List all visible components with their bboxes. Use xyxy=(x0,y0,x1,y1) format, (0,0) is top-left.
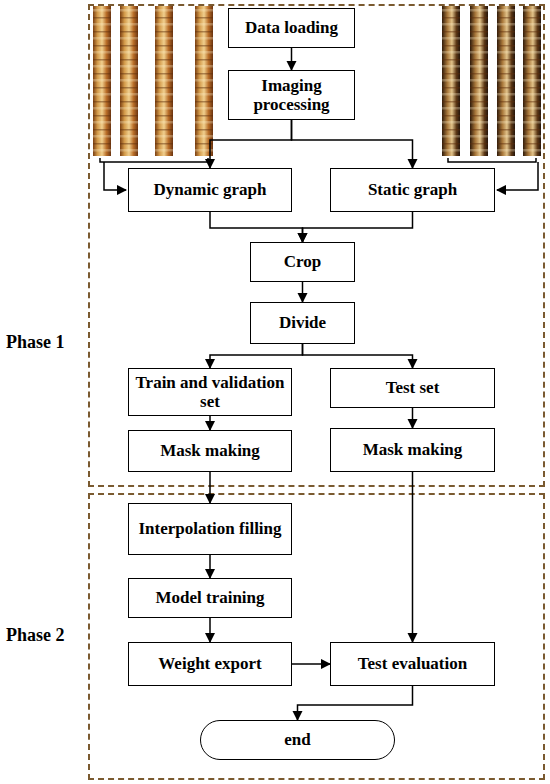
box-label: Dynamic graph xyxy=(150,180,271,199)
box-label: Test evaluation xyxy=(354,654,471,673)
flow-arrow xyxy=(210,120,292,168)
box-label: Train and validation set xyxy=(129,373,291,411)
phase-frame: Phase 2Interpolation fillingModel traini… xyxy=(88,493,545,780)
box-label: Mask making xyxy=(359,440,467,459)
flow-arrow xyxy=(303,344,413,368)
flow-arrow xyxy=(210,344,303,368)
box-label: Static graph xyxy=(364,180,461,199)
box-label: Crop xyxy=(280,252,325,271)
flow-arrow xyxy=(298,686,413,720)
process-box: Crop xyxy=(250,242,355,282)
flow-arrow xyxy=(292,663,330,665)
dynamic-photo-strips xyxy=(93,6,213,156)
process-box: Train and validation set xyxy=(128,368,292,416)
process-box: Weight export xyxy=(128,642,292,686)
process-box: Data loading xyxy=(228,8,355,48)
flow-arrow xyxy=(210,212,303,242)
flow-arrow xyxy=(412,472,414,642)
flow-arrow xyxy=(292,120,413,168)
process-box: Interpolation filling xyxy=(128,503,292,555)
flow-arrow xyxy=(209,472,211,503)
photo-bracket xyxy=(448,158,536,162)
process-box: Divide xyxy=(250,302,355,344)
photo-leader-arrow xyxy=(104,162,126,190)
process-box: Test evaluation xyxy=(330,642,495,686)
process-box: Mask making xyxy=(128,430,292,472)
phase-label: Phase 2 xyxy=(6,625,65,646)
flow-arrow xyxy=(209,618,211,642)
terminal-box: end xyxy=(200,720,395,760)
box-label: end xyxy=(280,730,314,749)
phase-frame: Phase 1Data loadingImaging processingDyn… xyxy=(88,4,545,487)
process-box: Model training xyxy=(128,578,292,618)
flow-arrow xyxy=(209,416,211,430)
box-label: Weight export xyxy=(154,654,265,673)
process-box: Mask making xyxy=(330,428,495,472)
flow-arrow xyxy=(209,555,211,578)
box-label: Data loading xyxy=(241,18,342,37)
flow-arrow xyxy=(291,48,293,70)
photo-leader-arrow xyxy=(497,162,538,190)
box-label: Test set xyxy=(382,378,444,397)
box-label: Model training xyxy=(151,588,268,607)
static-photo-strips xyxy=(442,6,541,156)
box-label: Mask making xyxy=(156,441,264,460)
process-box: Imaging processing xyxy=(228,70,355,120)
flow-arrow xyxy=(412,408,414,428)
process-box: Test set xyxy=(330,368,495,408)
box-label: Interpolation filling xyxy=(134,519,285,538)
box-label: Imaging processing xyxy=(229,76,354,114)
flow-arrow xyxy=(303,212,413,242)
phase-label: Phase 1 xyxy=(6,332,65,353)
flow-arrow xyxy=(302,282,304,302)
photo-bracket xyxy=(100,158,208,162)
process-box: Dynamic graph xyxy=(128,168,292,212)
box-label: Divide xyxy=(275,313,330,332)
process-box: Static graph xyxy=(330,168,495,212)
